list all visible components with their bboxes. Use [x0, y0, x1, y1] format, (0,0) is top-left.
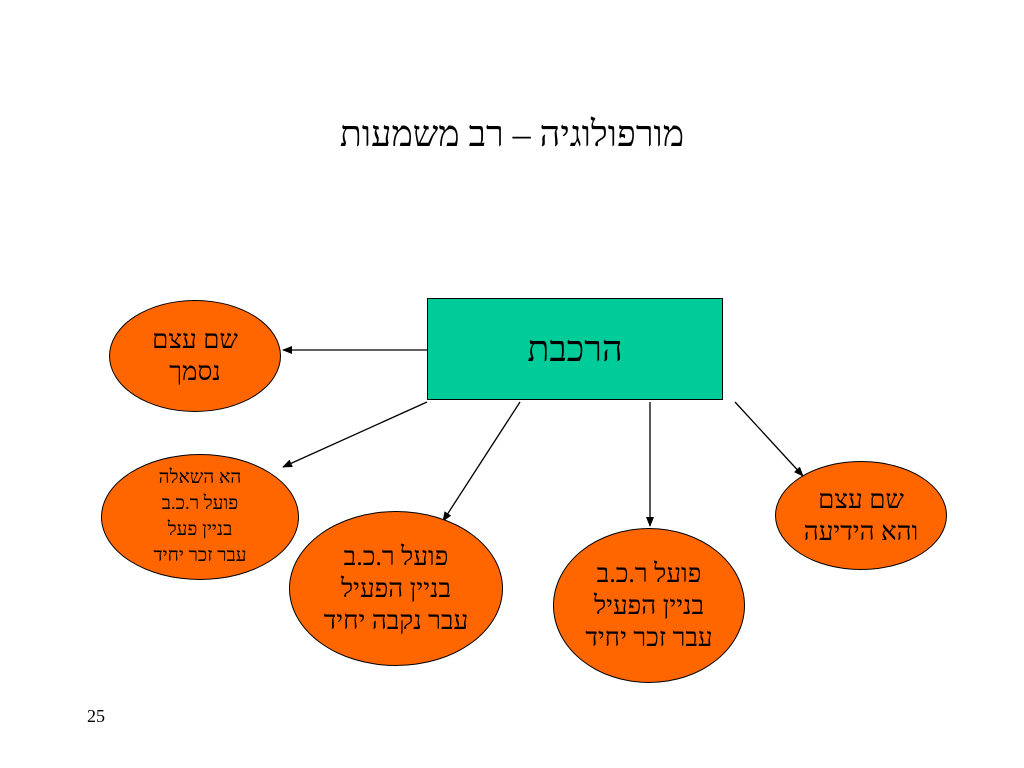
node-line: שם עצם: [818, 484, 904, 514]
node-line: פועל ר.כ.ב: [343, 541, 449, 571]
node-noun-construct: שם עצם נסמך: [109, 300, 281, 412]
node-line: שם עצם: [152, 325, 238, 354]
arrow-to-noun-definite: [734, 401, 804, 477]
node-verb-hifil-masculine: פועל ר.כ.ב בניין הפעיל עבר זכר יחיד: [553, 528, 745, 683]
node-verb-hifil-feminine: פועל ר.כ.ב בניין הפעיל עבר נקבה יחיד: [289, 511, 503, 666]
node-noun-definite: שם עצם והא הידיעה: [775, 461, 947, 570]
page-number: 25: [87, 706, 105, 726]
node-line: בניין פעל: [167, 519, 233, 540]
node-line: עבר זכר יחיד: [153, 545, 247, 566]
node-line: והא הידיעה: [803, 516, 919, 546]
slide-title: מורפולוגיה – רב משמעות: [339, 114, 685, 154]
center-node-label: הרכבת: [527, 329, 623, 369]
node-line: בניין הפעיל: [593, 590, 705, 620]
node-line: פועל ר.כ.ב: [161, 493, 239, 514]
node-line: נסמך: [169, 357, 221, 386]
node-line: פועל ר.כ.ב: [596, 558, 702, 588]
arrow-to-hifil-feminine: [442, 401, 521, 522]
node-line: הא השאלה: [158, 467, 242, 488]
arrow-to-question-verb: [282, 401, 428, 468]
node-line: עבר נקבה יחיד: [323, 605, 469, 635]
node-question-verb-paal: הא השאלה פועל ר.כ.ב בניין פעל עבר זכר יח…: [101, 454, 299, 580]
center-node-hirkavt: הרכבת: [427, 298, 723, 400]
node-line: עבר זכר יחיד: [585, 622, 713, 652]
node-line: בניין הפעיל: [340, 573, 452, 603]
